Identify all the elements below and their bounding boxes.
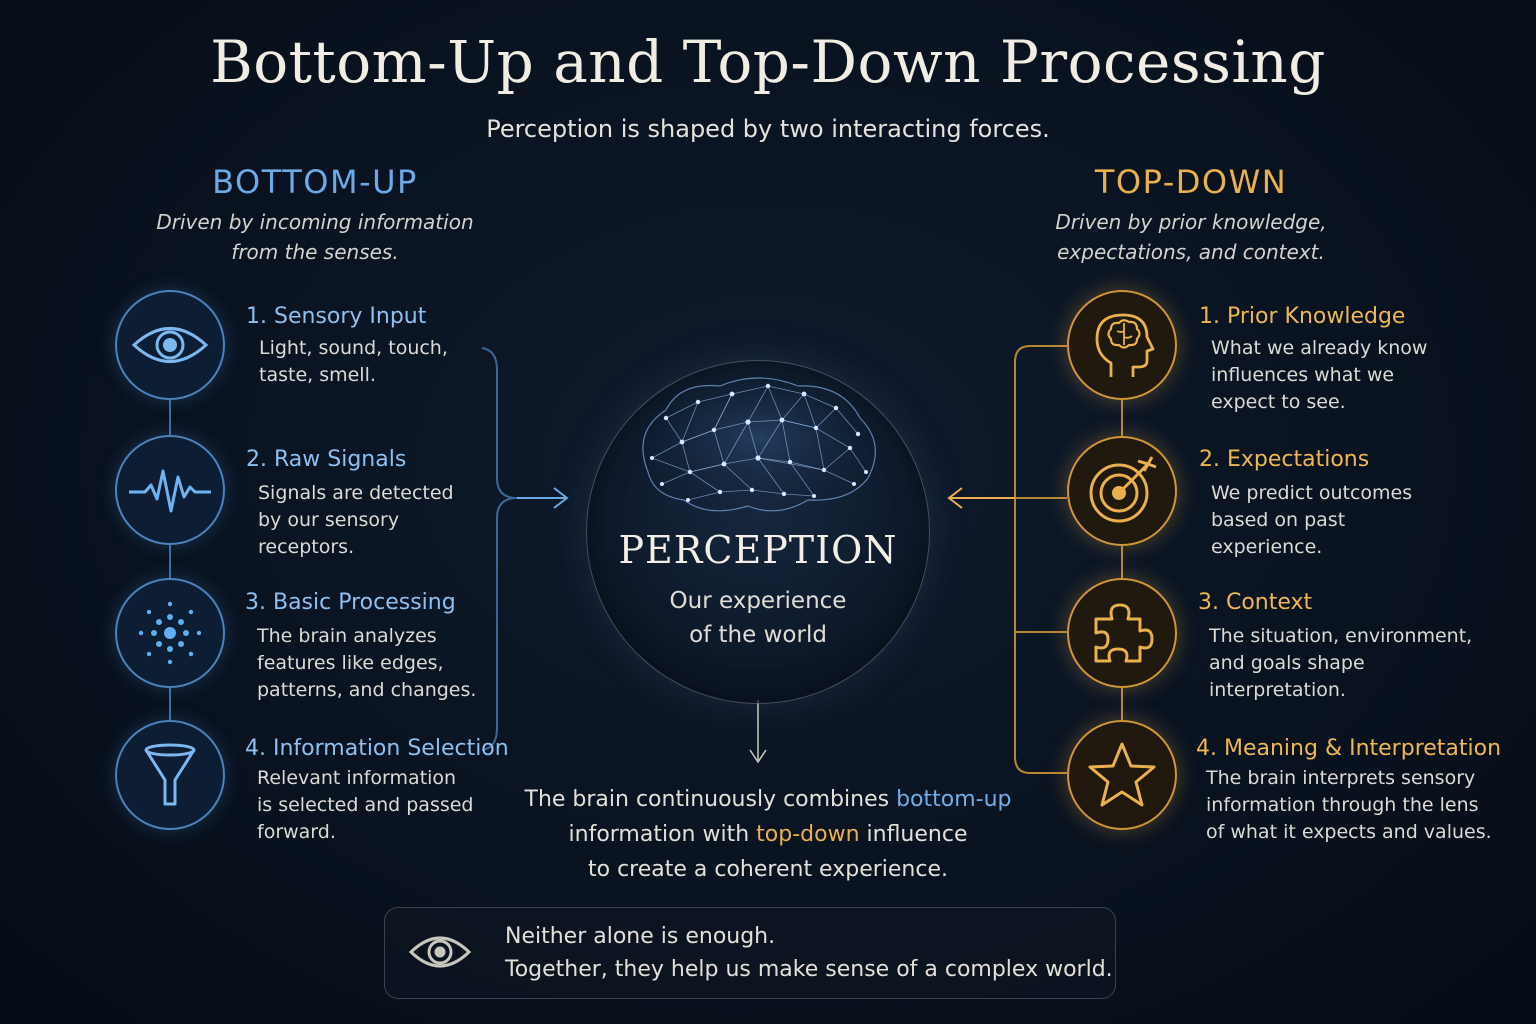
step-description-line: of what it expects and values. — [1206, 821, 1492, 843]
eye-icon — [408, 936, 472, 968]
summary-line-1: Neither alone is enough. — [505, 924, 776, 949]
step-title: 3. Basic Processing — [245, 590, 456, 615]
step-description-line: The situation, environment, — [1209, 625, 1473, 647]
eye-icon — [131, 327, 209, 363]
basic-processing-badge — [115, 578, 225, 688]
top-down-description-line: Driven by prior knowledge, — [1055, 210, 1327, 234]
bottom-up-highlight: bottom-up — [896, 787, 1012, 812]
star-icon — [1088, 742, 1156, 807]
combination-statement: The brain continuously combines bottom-u… — [468, 782, 1068, 887]
dots-burst-icon — [138, 601, 202, 665]
step-description-line: and goals shape — [1209, 652, 1365, 674]
step-description: The brain analyzes features like edges, … — [257, 623, 476, 704]
information-selection-badge — [115, 720, 225, 830]
step-description-line: forward. — [257, 821, 336, 843]
combination-text: The brain continuously combines — [524, 787, 897, 812]
step-description: We predict outcomes based on past experi… — [1211, 480, 1412, 561]
sensory-input-badge — [115, 290, 225, 400]
step-description: The brain interprets sensory information… — [1206, 765, 1501, 846]
summary-callout — [384, 907, 1116, 999]
perception-subtitle-line: of the world — [689, 622, 827, 648]
step-description-line: by our sensory — [258, 509, 400, 531]
bottom-up-description: Driven by incoming information from the … — [105, 207, 525, 267]
step-title: 4. Information Selection — [245, 736, 509, 761]
page-subtitle: Perception is shaped by two interacting … — [486, 115, 1050, 143]
head-brain-icon — [1095, 313, 1155, 377]
step-description-line: Signals are detected — [258, 482, 454, 504]
summary-text: Neither alone is enough. Together, they … — [505, 920, 1113, 986]
step-description: The situation, environment, and goals sh… — [1209, 623, 1472, 704]
step-description-line: features like edges, — [257, 652, 444, 674]
step-description-line: Relevant information — [257, 767, 457, 789]
top-down-description-line: expectations, and context. — [1057, 240, 1325, 264]
bottom-up-step-4: 4. Information Selection Relevant inform… — [245, 736, 509, 846]
step-description-line: interpretation. — [1209, 679, 1346, 701]
step-description-line: What we already know — [1211, 337, 1428, 359]
step-description-line: We predict outcomes — [1211, 482, 1413, 504]
step-description-line: is selected and passed — [257, 794, 474, 816]
top-down-step-1: 1. Prior Knowledge What we already know … — [1199, 304, 1427, 416]
step-title: 2. Expectations — [1199, 447, 1370, 472]
step-description-line: expect to see. — [1211, 391, 1346, 413]
page-title: Bottom-Up and Top-Down Processing — [210, 28, 1326, 96]
step-description-line: experience. — [1211, 536, 1323, 558]
combination-line-3: to create a coherent experience. — [587, 857, 948, 882]
step-title: 1. Prior Knowledge — [1199, 304, 1406, 329]
step-description-line: Light, sound, touch, — [259, 337, 448, 359]
target-icon — [1089, 456, 1157, 523]
expectations-badge — [1067, 436, 1177, 546]
puzzle-icon — [1094, 603, 1154, 663]
step-description: Light, sound, touch, taste, smell. — [259, 335, 448, 389]
top-down-step-3: 3. Context The situation, environment, a… — [1198, 590, 1472, 704]
perception-subtitle: Our experience of the world — [586, 584, 930, 652]
step-description-line: The brain interprets sensory — [1206, 767, 1476, 789]
step-title: 3. Context — [1198, 590, 1313, 615]
combination-text: influence — [859, 822, 968, 847]
meaning-interpretation-badge — [1067, 720, 1177, 830]
bottom-up-description-line: Driven by incoming information — [156, 210, 474, 234]
top-down-step-2: 2. Expectations We predict outcomes base… — [1199, 447, 1412, 561]
step-description-line: information through the lens — [1206, 794, 1479, 816]
brain-network-icon — [642, 377, 876, 512]
step-title: 1. Sensory Input — [246, 304, 427, 329]
step-description-line: The brain analyzes — [257, 625, 437, 647]
step-description: Signals are detected by our sensory rece… — [258, 480, 454, 561]
combination-line-2: information with top-down influence — [468, 817, 1068, 852]
raw-signals-badge — [115, 435, 225, 545]
top-down-description: Driven by prior knowledge, expectations,… — [981, 207, 1401, 267]
step-description-line: taste, smell. — [259, 364, 376, 386]
bottom-up-step-1: 1. Sensory Input Light, sound, touch, ta… — [246, 304, 448, 389]
combination-line-1: The brain continuously combines bottom-u… — [468, 782, 1068, 817]
step-title: 2. Raw Signals — [246, 447, 407, 472]
bottom-up-description-line: from the senses. — [231, 240, 399, 264]
top-down-step-4: 4. Meaning & Interpretation The brain in… — [1196, 736, 1501, 846]
bottom-up-heading: BOTTOM-UP — [212, 163, 418, 201]
combination-text: information with — [568, 822, 757, 847]
step-description: What we already know influences what we … — [1211, 335, 1427, 416]
bottom-up-step-3: 3. Basic Processing The brain analyzes f… — [245, 590, 476, 704]
step-description: Relevant information is selected and pas… — [257, 765, 509, 846]
funnel-icon — [144, 743, 196, 806]
step-description-line: patterns, and changes. — [257, 679, 477, 701]
context-badge — [1067, 578, 1177, 688]
step-description-line: influences what we — [1211, 364, 1395, 386]
summary-line-2: Together, they help us make sense of a c… — [505, 957, 1113, 982]
bottom-up-step-2: 2. Raw Signals Signals are detected by o… — [246, 447, 454, 561]
prior-knowledge-badge — [1067, 290, 1177, 400]
waveform-icon — [129, 469, 211, 513]
step-description-line: based on past — [1211, 509, 1346, 531]
step-title: 4. Meaning & Interpretation — [1196, 736, 1502, 761]
top-down-highlight: top-down — [756, 822, 860, 847]
perception-subtitle-line: Our experience — [669, 588, 847, 614]
top-down-heading: TOP-DOWN — [1094, 163, 1288, 201]
perception-title: PERCEPTION — [618, 528, 898, 572]
step-description-line: receptors. — [258, 536, 355, 558]
